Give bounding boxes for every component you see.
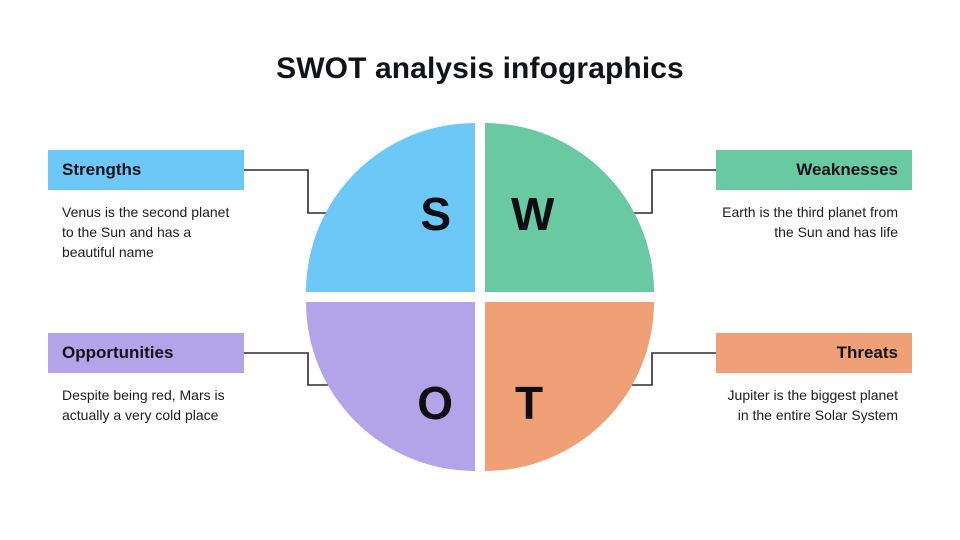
wheel-letter-w: W	[511, 188, 555, 240]
wheel-quadrant-opportunities[interactable]: O	[306, 302, 475, 471]
block-opportunities: Opportunities Despite being red, Mars is…	[48, 333, 244, 425]
block-threats-header[interactable]: Threats	[716, 333, 912, 373]
block-weaknesses-body: Earth is the third planet from the Sun a…	[722, 204, 898, 240]
wheel-letter-t: T	[515, 377, 544, 429]
block-strengths-header[interactable]: Strengths	[48, 150, 244, 190]
block-opportunities-header[interactable]: Opportunities	[48, 333, 244, 373]
swot-wheel: S W O T	[306, 123, 654, 471]
page-title: SWOT analysis infographics	[276, 52, 684, 85]
block-weaknesses: Weaknesses Earth is the third planet fro…	[716, 150, 912, 242]
wheel-quadrant-threats[interactable]: T	[485, 302, 654, 471]
wheel-quadrant-weaknesses[interactable]: W	[485, 123, 654, 292]
wheel-quadrant-strengths[interactable]: S	[306, 123, 475, 292]
block-weaknesses-header[interactable]: Weaknesses	[716, 150, 912, 190]
wheel-letter-s: S	[420, 188, 451, 240]
block-threats-body: Jupiter is the biggest planet in the ent…	[727, 387, 898, 423]
block-threats: Threats Jupiter is the biggest planet in…	[716, 333, 912, 425]
block-opportunities-body: Despite being red, Mars is actually a ve…	[62, 387, 225, 423]
block-strengths: Strengths Venus is the second planet to …	[48, 150, 244, 262]
block-strengths-body: Venus is the second planet to the Sun an…	[62, 204, 230, 260]
wheel-letter-o: O	[417, 377, 453, 429]
